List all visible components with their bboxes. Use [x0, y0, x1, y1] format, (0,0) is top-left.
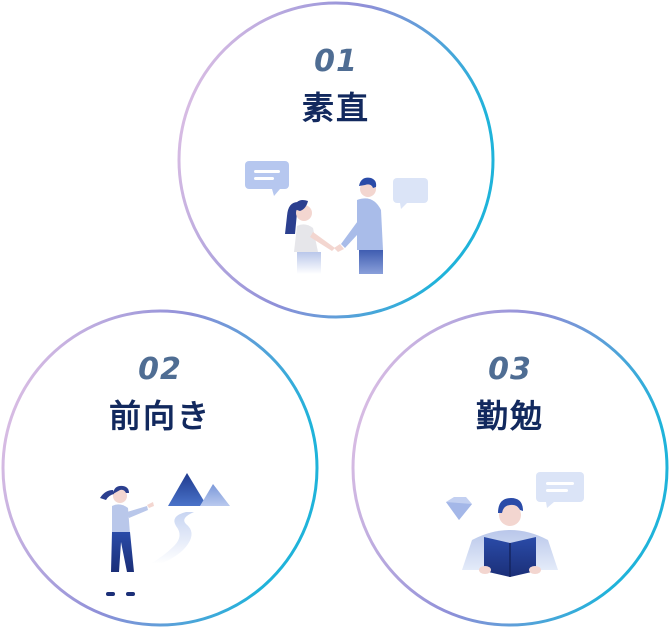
value-number: 03 [488, 352, 532, 387]
value-title: 素直 [299, 86, 373, 130]
speech-bubble-icon [245, 161, 289, 196]
woman-pointing-figure [100, 485, 154, 596]
reading-student-illustration [446, 472, 584, 577]
speech-bubble-icon [536, 472, 584, 508]
diamond-icon [446, 497, 472, 520]
speech-bubble-icon [393, 178, 428, 209]
winding-path [150, 512, 194, 564]
student-figure [462, 498, 558, 577]
ring-3 [351, 309, 669, 627]
ring-1 [177, 1, 495, 319]
value-title: 勤勉 [473, 394, 547, 438]
mountain-path-illustration [100, 473, 230, 596]
value-card-1: 01 素直 [176, 0, 496, 320]
value-card-3: 03 勤勉 [350, 308, 670, 628]
woman-figure [285, 200, 335, 274]
value-number: 02 [138, 352, 182, 387]
value-number: 01 [314, 44, 358, 79]
value-card-2: 02 前向き [0, 308, 320, 628]
value-title: 前向き [106, 394, 214, 438]
man-figure [334, 177, 383, 274]
handshake-illustration [245, 161, 428, 274]
ring-2 [1, 309, 319, 627]
mountain-icon [168, 473, 230, 506]
